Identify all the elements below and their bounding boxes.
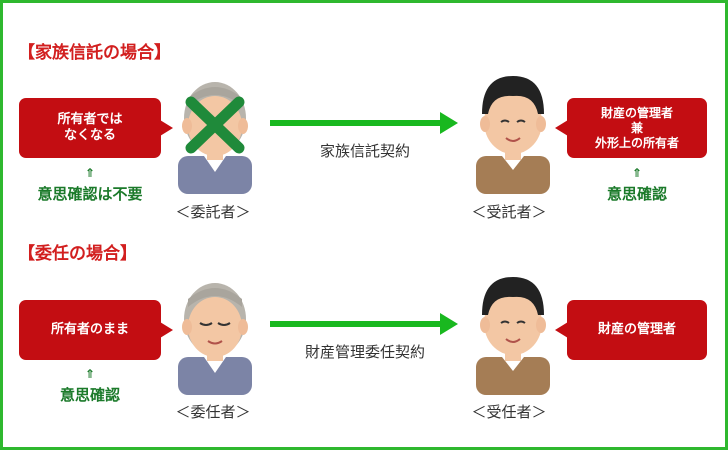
section2-flow-label: 財産管理委任契約: [304, 343, 425, 361]
section1-right-caption: ＜受託者＞: [471, 203, 547, 221]
arrow-right-icon: [440, 112, 458, 134]
section1-flow-label: 家族信託契約: [319, 142, 410, 160]
bubble-tail: [555, 322, 568, 338]
bubble-line: 外形上の所有者: [594, 135, 679, 150]
section2-right-bubble: 財産の管理者: [555, 300, 707, 360]
bubble-line: 財産の管理者: [597, 322, 676, 337]
section2-right-caption: ＜受任者＞: [471, 403, 547, 421]
bubble-line: なくなる: [63, 128, 116, 143]
principal-elderly-person: [178, 283, 252, 395]
bubble-line: 兼: [630, 120, 643, 135]
bubble-tail: [555, 120, 568, 136]
section2-left-bubble: 所有者のまま: [19, 300, 173, 360]
section2-left-note: 意思確認: [59, 386, 120, 404]
bubble-line: 所有者では: [57, 112, 123, 127]
cross-mark-icon: [185, 96, 245, 154]
section1-heading: 【家族信託の場合】: [18, 43, 171, 63]
section2-heading: 【委任の場合】: [18, 244, 137, 264]
up-arrow-icon: ⇑: [84, 166, 96, 180]
bubble-tail: [160, 322, 173, 338]
section1-left-caption: ＜委託者＞: [175, 203, 251, 221]
section2-flow-line: [270, 321, 442, 327]
section1-right-bubble: 財産の管理者 兼 外形上の所有者: [555, 98, 707, 158]
bubble-line: 所有者のまま: [50, 322, 129, 337]
bubble-tail: [160, 120, 173, 136]
section1-left-note: 意思確認は不要: [37, 185, 143, 203]
section2-left-caption: ＜委任者＞: [175, 403, 251, 421]
trustee-person: [476, 76, 550, 194]
section1-left-bubble: 所有者では なくなる: [19, 98, 173, 158]
section1-right-note: 意思確認: [606, 185, 667, 203]
section1-flow-line: [270, 120, 442, 126]
arrow-right-icon: [440, 313, 458, 335]
bubble-line: 財産の管理者: [600, 105, 673, 120]
up-arrow-icon: ⇑: [84, 367, 96, 381]
agent-person: [476, 277, 550, 395]
up-arrow-icon: ⇑: [631, 166, 643, 180]
